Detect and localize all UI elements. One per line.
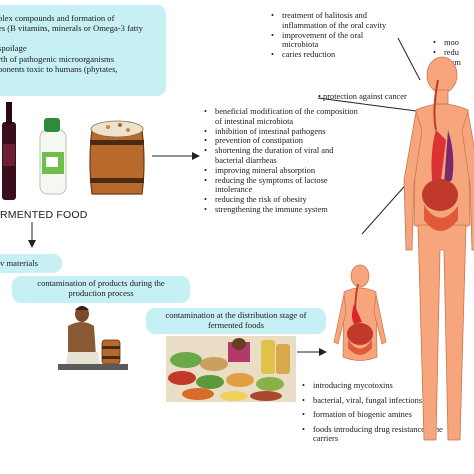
distribution-text: contamination at the distribution stage …	[165, 310, 307, 331]
raw-materials-text: v materials	[0, 258, 38, 268]
oral-benefit-item: treatment of halitosis and inflammation …	[270, 11, 398, 31]
benefits-line: plex compounds and formation of	[0, 13, 115, 23]
right-cut-text: sym	[446, 57, 461, 67]
benefits-text: plex compounds and formation of es (B vi…	[0, 13, 143, 74]
oral-benefits-list: treatment of halitosis and inflammation …	[270, 11, 398, 60]
right-cut-item: redu	[432, 48, 474, 58]
food-products	[2, 102, 145, 200]
right-cut-item: moo	[432, 38, 474, 48]
wine-bottle-icon	[2, 102, 16, 200]
risk-item: foods introducing drug resistance gene c…	[301, 425, 451, 444]
benefits-box: plex compounds and formation of es (B vi…	[0, 5, 166, 96]
barrel-icon	[89, 120, 145, 195]
worker-icon	[58, 306, 128, 370]
gut-benefit-item: prevention of constipation	[203, 136, 363, 146]
production-text: contamination of products during the pro…	[37, 278, 165, 299]
connector-oral	[397, 37, 421, 81]
market-icon	[166, 336, 296, 402]
gut-benefit-item: reducing the risk of obesity	[203, 195, 363, 205]
fermented-food-label: RMENTED FOOD	[0, 209, 88, 221]
production-box: contamination of products during the pro…	[12, 276, 190, 303]
oral-benefit-item: caries reduction	[270, 50, 398, 60]
benefits-line: spoilage	[0, 43, 27, 54]
gut-benefit-item: shortening the duration of viral and bac…	[203, 146, 363, 166]
connector-gut	[361, 179, 411, 235]
connector-cancer	[317, 97, 425, 113]
gut-benefit-item: inhibition of intestinal pathogens	[203, 127, 363, 137]
benefits-line: es (B vitamins, minerals or Omega-3 fatt…	[0, 23, 143, 34]
gut-benefit-item: strengthening the immune system	[203, 205, 363, 215]
milk-bottle-icon	[39, 118, 67, 195]
gut-benefit-item: improving mineral absorption	[203, 166, 363, 176]
gut-benefits-list: beneficial modification of the compositi…	[203, 107, 363, 215]
cancer-bullet: •	[318, 92, 321, 101]
risks-list: introducing mycotoxins bacterial, viral,…	[301, 381, 451, 444]
human-body-icon	[403, 56, 474, 441]
cancer-text: protection against cancer	[323, 92, 407, 101]
raw-materials-box: v materials	[0, 254, 62, 273]
distribution-box: contamination at the distribution stage …	[146, 308, 326, 334]
oral-benefit-item: improvement of the oral microbiota	[270, 31, 398, 51]
gut-benefit-item: beneficial modification of the compositi…	[203, 107, 363, 127]
benefits-line: ponents toxic to humans (phytates,	[0, 63, 118, 74]
cancer-label: • protection against cancer	[318, 92, 407, 102]
risk-item: bacterial, viral, fungal infections	[301, 396, 451, 406]
risk-item: introducing mycotoxins	[301, 381, 451, 391]
risk-item: formation of biogenic amines	[301, 410, 451, 420]
gut-benefit-item: reducing the symptoms of lactose intoler…	[203, 176, 363, 196]
benefits-line: rth of pathogenic microorganisms	[0, 53, 115, 64]
small-human-body-icon	[333, 264, 387, 361]
